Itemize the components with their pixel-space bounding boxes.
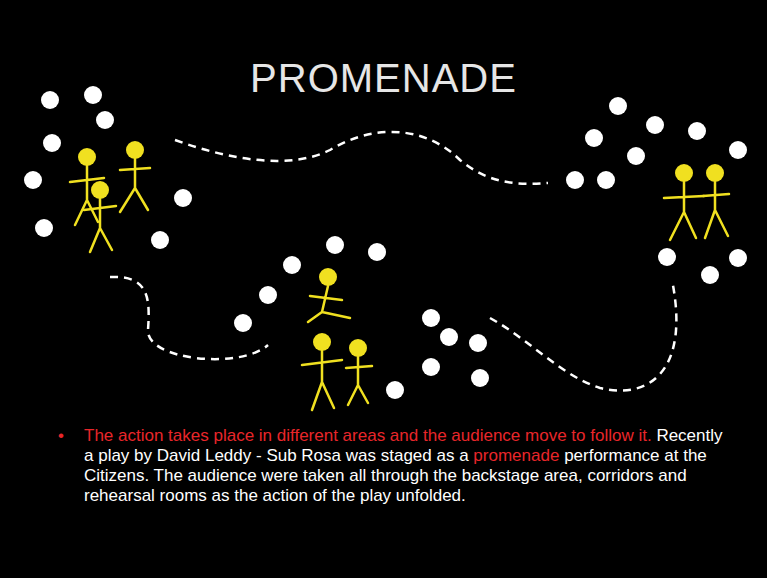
highlight-text: The action takes place in different area… <box>84 426 652 445</box>
highlight-text: promenade <box>473 446 559 465</box>
slide-title: PROMENADE <box>0 56 767 101</box>
bullet-mark: • <box>58 426 64 446</box>
bullet-paragraph: The action takes place in different area… <box>84 426 729 506</box>
